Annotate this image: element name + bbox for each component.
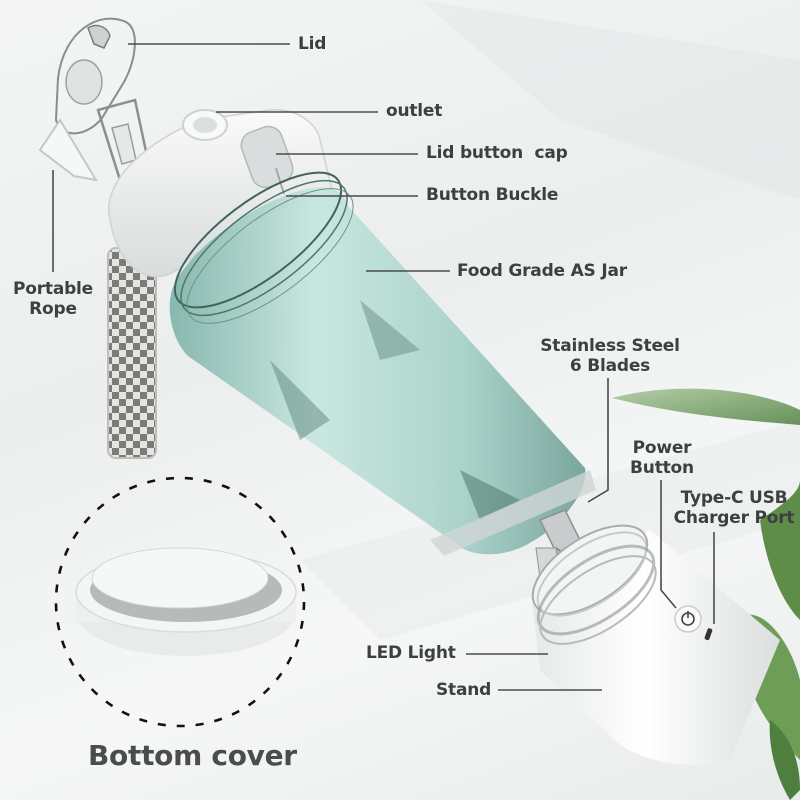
callout-usb-port: Type-C USB Charger Port: [664, 488, 800, 528]
callout-outlet: outlet: [386, 101, 443, 121]
callout-power-button-line2: Button: [630, 458, 694, 478]
power-button-icon: [674, 605, 702, 633]
stand-illustration: [531, 524, 780, 765]
callout-blades-line1: Stainless Steel: [540, 336, 680, 356]
callout-portable-rope-line2: Rope: [29, 299, 77, 319]
callout-lid: Lid: [298, 34, 327, 54]
callout-usb-port-line2: Charger Port: [673, 508, 795, 528]
callout-portable-rope: Portable Rope: [8, 279, 98, 319]
callout-lid-button-cap: Lid button cap: [426, 143, 568, 163]
callout-food-grade-jar: Food Grade AS Jar: [457, 261, 627, 281]
usb-port-icon: [704, 628, 713, 641]
bottom-cover-inset: [54, 476, 306, 728]
callout-stand: Stand: [436, 680, 492, 700]
cap-body: [107, 109, 333, 278]
callout-blades: Stainless Steel 6 Blades: [530, 336, 690, 376]
callout-button-buckle: Button Buckle: [426, 185, 559, 205]
callout-led-light: LED Light: [366, 643, 456, 663]
callout-lines: [52, 43, 715, 691]
callout-power-button: Power Button: [620, 438, 704, 478]
callout-power-button-line1: Power: [632, 438, 692, 458]
callout-usb-port-line1: Type-C USB: [680, 488, 788, 508]
callout-blades-line2: 6 Blades: [569, 356, 651, 376]
callout-portable-rope-line1: Portable: [12, 279, 94, 299]
bottom-cover-title: Bottom cover: [88, 739, 297, 772]
jar-illustration: [169, 171, 596, 556]
lid-illustration: [38, 17, 152, 182]
